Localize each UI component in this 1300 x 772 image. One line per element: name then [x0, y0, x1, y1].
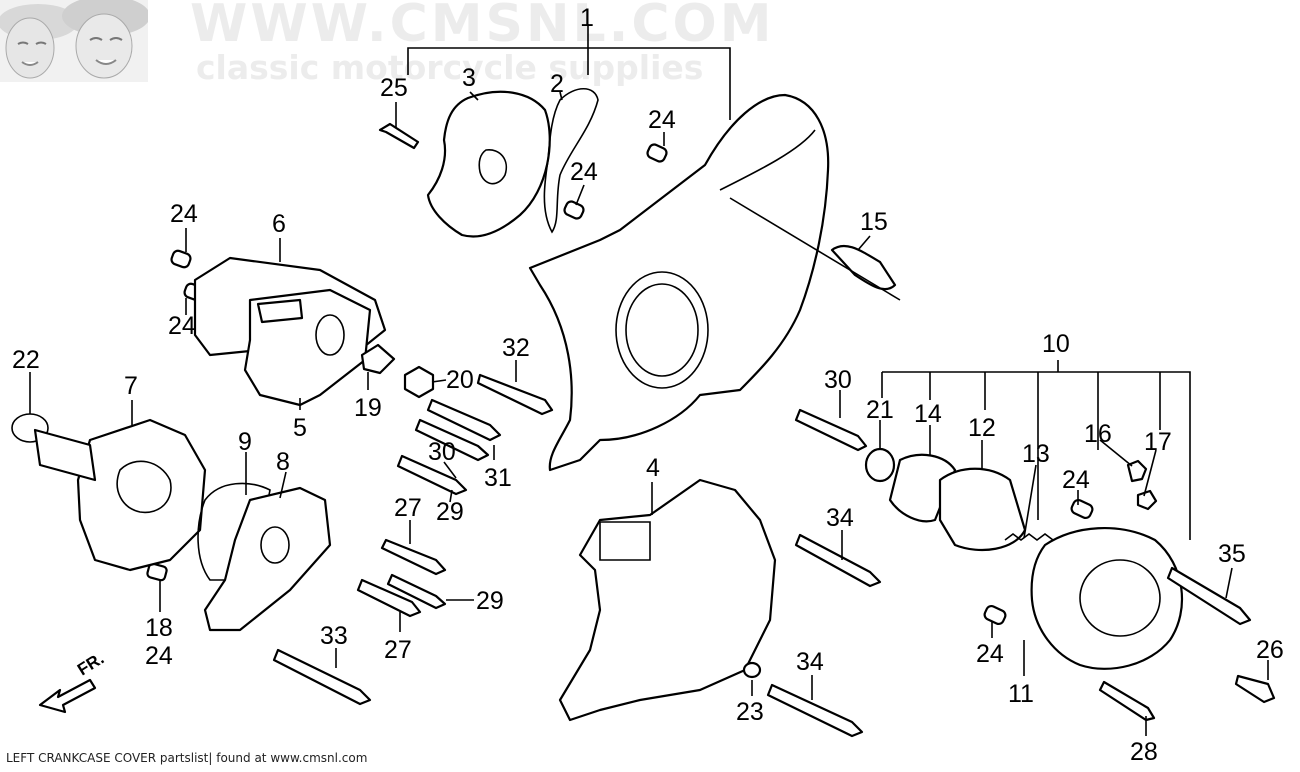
- callout-10: 10: [1042, 330, 1070, 358]
- callout-21: 21: [866, 396, 894, 424]
- part-25-bolt: [378, 122, 420, 150]
- part-8-pump-cover: [203, 486, 332, 632]
- part-7-pump-housing: [76, 418, 207, 572]
- callout-35: 35: [1218, 540, 1246, 568]
- callout-8: 8: [276, 448, 290, 476]
- callout-24-g: 24: [976, 640, 1004, 668]
- callout-4: 4: [646, 454, 660, 482]
- part-27-bolt-b: [356, 578, 422, 618]
- callout-24-c: 24: [170, 200, 198, 228]
- part-30-bolt-b: [794, 408, 868, 452]
- part-28-bolt: [1098, 680, 1156, 722]
- callout-27-b: 27: [384, 636, 412, 664]
- part-12-cylinder: [938, 467, 1027, 552]
- callout-labels: 1 2 3 4 5 6 7 8 9 10 11 12 13 14 15 16 1…: [12, 4, 1284, 766]
- part-30-bolt: [396, 454, 468, 496]
- part-11-clutch-cover: [1030, 526, 1184, 670]
- part-19-bushing: [360, 343, 396, 375]
- part-16-fitting: [1126, 459, 1148, 483]
- callout-30-a: 30: [428, 438, 456, 466]
- callout-7: 7: [124, 372, 138, 400]
- part-4-lower-cover: [558, 478, 777, 722]
- callout-27-a: 27: [394, 494, 422, 522]
- callout-29-a: 29: [436, 498, 464, 526]
- callout-22: 22: [12, 346, 40, 374]
- cover-opening: [615, 271, 709, 389]
- callout-33: 33: [320, 622, 348, 650]
- callout-14: 14: [914, 400, 942, 428]
- callout-20: 20: [446, 366, 474, 394]
- watermark-url: WWW.CMSNL.COM: [190, 0, 775, 54]
- callout-17: 17: [1144, 428, 1172, 456]
- rider-faces-logo-icon: [0, 0, 148, 82]
- part-24-dowel-e: [146, 562, 168, 582]
- part-3-inner-cover: [426, 90, 551, 238]
- callout-24-d: 24: [168, 312, 196, 340]
- front-marker-label: FR.: [74, 649, 107, 680]
- callout-12: 12: [968, 414, 996, 442]
- part-24-dowel-b: [563, 200, 585, 220]
- part-35-bolt: [1166, 566, 1252, 626]
- front-arrow-icon: [38, 678, 97, 714]
- part-34-bolt-b: [766, 683, 864, 738]
- callout-16: 16: [1084, 420, 1112, 448]
- page-caption: LEFT CRANKCASE COVER partslist| found at…: [6, 751, 368, 765]
- callout-34-a: 34: [826, 504, 854, 532]
- callout-2: 2: [550, 70, 564, 98]
- callout-13: 13: [1022, 440, 1050, 468]
- callout-11: 11: [1008, 680, 1034, 708]
- callout-5: 5: [293, 414, 307, 442]
- watermark-tagline: classic motorcycle supplies: [196, 48, 704, 87]
- callout-24-b: 24: [570, 158, 598, 186]
- part-24-dowel-c: [170, 249, 192, 269]
- part-33-bolt: [272, 648, 372, 706]
- callout-26: 26: [1256, 636, 1284, 664]
- left-crankcase-cover: [528, 93, 830, 472]
- part-27-bolt-a: [380, 538, 447, 576]
- part-2-gasket: [543, 87, 599, 234]
- part-26-plug: [1234, 674, 1276, 704]
- part-29-bolt: [386, 573, 447, 610]
- callout-1: 1: [580, 4, 594, 32]
- part-24-dowel-a: [646, 143, 668, 163]
- callout-24-f: 24: [1062, 466, 1090, 494]
- callout-30-b: 30: [824, 366, 852, 394]
- part-21-seal: [864, 447, 896, 483]
- callout-23: 23: [736, 698, 764, 726]
- callout-28: 28: [1130, 738, 1158, 766]
- callout-29-b: 29: [476, 587, 504, 615]
- assembly-1-bracket: [407, 24, 731, 120]
- callout-24-a: 24: [648, 106, 676, 134]
- part-24-dowel-g: [983, 604, 1007, 626]
- callout-3: 3: [462, 64, 476, 92]
- callout-31: 31: [484, 464, 512, 492]
- callout-6: 6: [272, 210, 286, 238]
- part-20-collar: [403, 365, 435, 399]
- assembly-10-bracket: [881, 360, 1191, 540]
- callout-19: 19: [354, 394, 382, 422]
- callout-24-e: 24: [145, 642, 173, 670]
- part-34-bolt-a: [794, 533, 882, 588]
- callout-15: 15: [860, 208, 888, 236]
- part-15-clip: [830, 244, 897, 291]
- callout-34-b: 34: [796, 648, 824, 676]
- callout-25: 25: [380, 74, 408, 102]
- part-23-washer: [742, 661, 762, 679]
- callout-9: 9: [238, 428, 252, 456]
- callout-18: 18: [145, 614, 173, 642]
- leader-lines: [29, 91, 1269, 736]
- callout-32: 32: [502, 334, 530, 362]
- part-32-bolt: [476, 373, 554, 416]
- part-17-fitting: [1136, 489, 1158, 511]
- part-24-dowel-f: [1070, 498, 1094, 520]
- part-13-spring: [1004, 533, 1054, 541]
- part-31-bolt: [426, 398, 502, 442]
- part-31-bolt-b: [414, 418, 490, 462]
